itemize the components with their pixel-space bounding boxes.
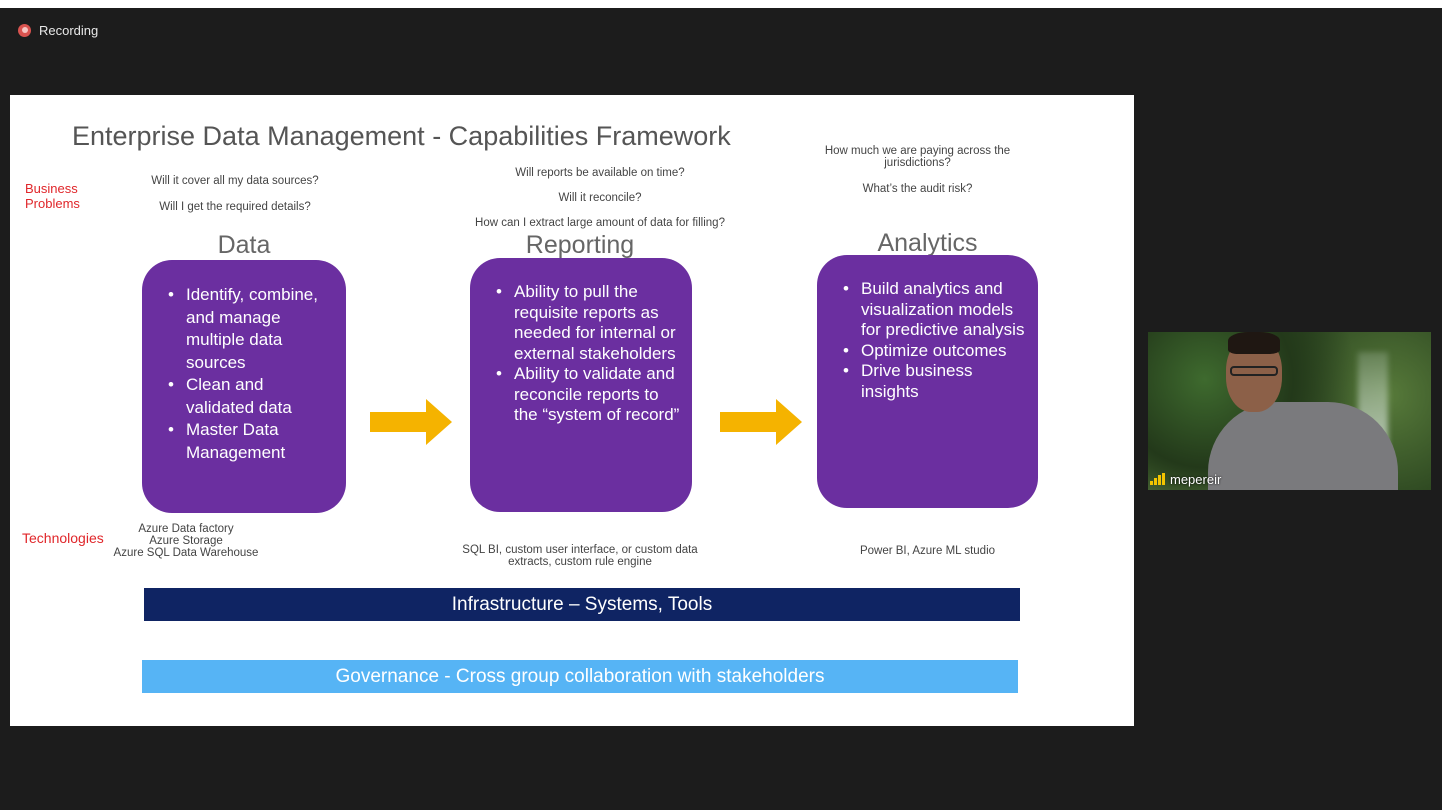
top-edge	[0, 0, 1442, 8]
participant-video[interactable]: mepereir	[1148, 332, 1431, 490]
signal-strength-icon	[1150, 473, 1165, 485]
record-icon	[18, 23, 31, 37]
reporting-box: Ability to pull the requisite reports as…	[470, 258, 692, 512]
arrow-right-icon	[370, 399, 452, 445]
analytics-heading: Analytics	[877, 229, 978, 257]
shared-slide: Enterprise Data Management - Capabilitie…	[10, 95, 1134, 726]
participant-name-tag: mepereir	[1150, 470, 1221, 488]
data-question-1: Will it cover all my data sources?	[151, 175, 319, 187]
arrow-right-icon	[720, 399, 802, 445]
data-bullet-3: Master Data Management	[164, 419, 332, 464]
analytics-box: Build analytics and visualization models…	[817, 255, 1038, 508]
recording-label: Recording	[39, 22, 99, 38]
slide-title: Enterprise Data Management - Capabilitie…	[72, 121, 731, 151]
reporting-heading: Reporting	[525, 231, 635, 259]
reporting-bullet-1: Ability to pull the requisite reports as…	[492, 282, 682, 364]
data-box: Identify, combine, and manage multiple d…	[142, 260, 346, 513]
reporting-question-3: How can I extract large amount of data f…	[475, 217, 725, 229]
business-problems-label: Business Problems	[25, 181, 80, 211]
glasses	[1230, 366, 1278, 376]
analytics-bullet-1: Build analytics and visualization models…	[839, 279, 1028, 341]
participant-hair	[1228, 332, 1280, 354]
data-technologies: Azure Data factory Azure Storage Azure S…	[113, 523, 259, 559]
infrastructure-bar: Infrastructure – Systems, Tools	[144, 588, 1020, 621]
analytics-bullet-3: Drive business insights	[839, 361, 1028, 402]
participant-name: mepereir	[1170, 471, 1222, 487]
participant-body	[1208, 402, 1398, 490]
analytics-technologies: Power BI, Azure ML studio	[859, 545, 996, 557]
data-question-2: Will I get the required details?	[159, 201, 311, 213]
governance-bar: Governance - Cross group collaboration w…	[142, 660, 1018, 693]
reporting-question-2: Will it reconcile?	[558, 192, 642, 204]
recording-indicator: Recording	[18, 20, 98, 40]
data-heading: Data	[217, 231, 271, 259]
analytics-question-1: How much we are paying across the jurisd…	[824, 145, 1011, 169]
analytics-question-2: What’s the audit risk?	[862, 183, 973, 195]
reporting-technologies: SQL BI, custom user interface, or custom…	[462, 544, 698, 568]
reporting-bullet-2: Ability to validate and reconcile report…	[492, 364, 682, 426]
data-bullet-2: Clean and validated data	[164, 374, 332, 419]
data-bullet-1: Identify, combine, and manage multiple d…	[164, 284, 332, 374]
technologies-label: Technologies	[22, 530, 104, 546]
reporting-question-1: Will reports be available on time?	[515, 167, 685, 179]
analytics-bullet-2: Optimize outcomes	[839, 341, 1028, 362]
